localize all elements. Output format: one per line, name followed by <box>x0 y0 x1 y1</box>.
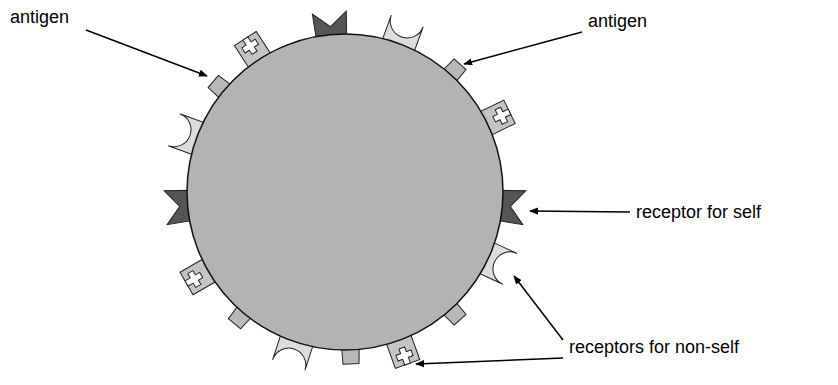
leader-line <box>514 276 563 340</box>
leader-line <box>416 358 563 364</box>
part-label: receptor for self <box>634 201 763 223</box>
surface-molecules <box>164 11 526 370</box>
leader-line <box>464 32 582 64</box>
part-label: antigen <box>586 10 649 32</box>
leader-line <box>530 211 630 212</box>
leader-lines <box>86 30 630 364</box>
leader-line <box>86 30 207 76</box>
part-label: receptors for non-self <box>567 336 741 358</box>
part-label: antigen <box>8 6 71 28</box>
cell-body <box>187 34 503 350</box>
